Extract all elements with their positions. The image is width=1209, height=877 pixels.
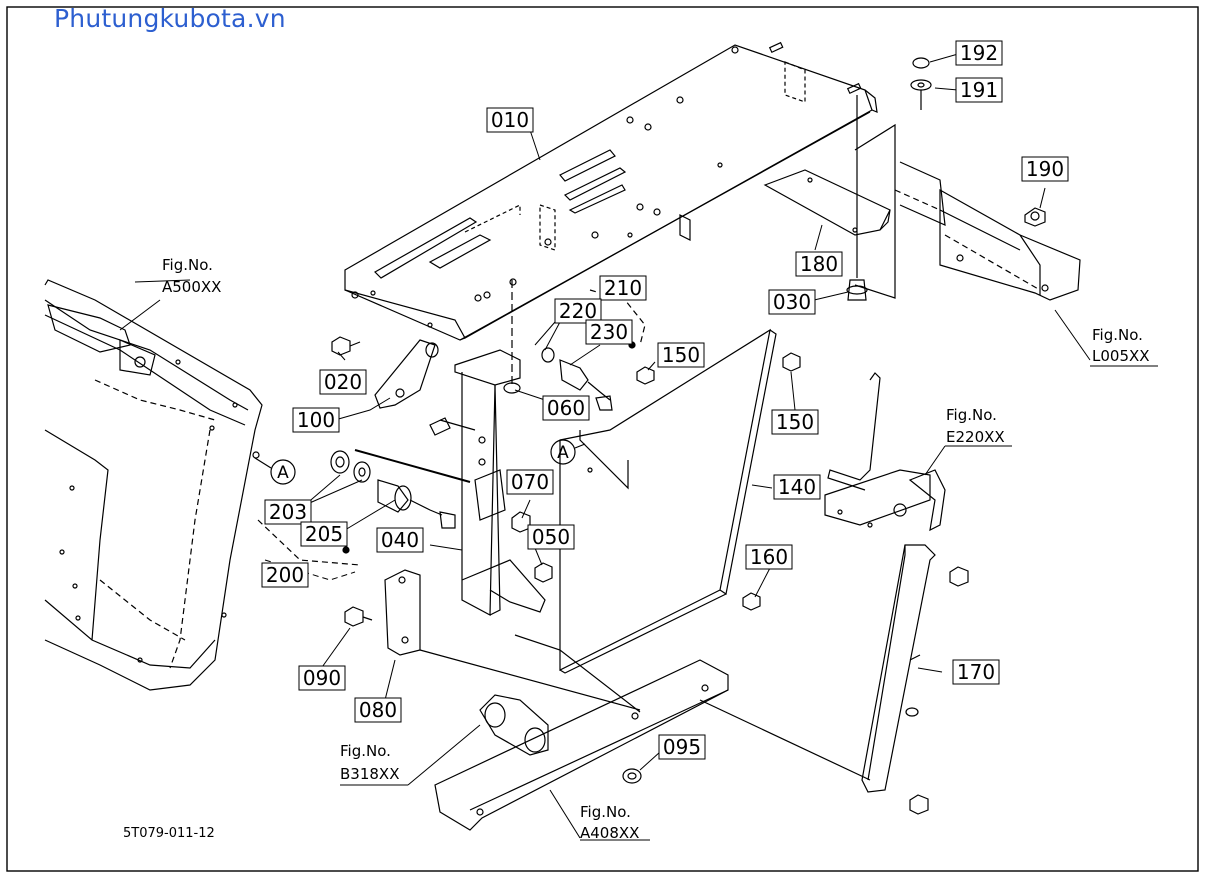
part-010[interactable]: 010: [491, 108, 529, 132]
fig-e220-label: Fig.No.: [946, 406, 997, 424]
part-191[interactable]: 191: [960, 78, 998, 102]
drawing-code: 5T079-011-12: [123, 826, 215, 841]
part-170[interactable]: 170: [957, 660, 995, 684]
bolt-090: [344, 606, 373, 627]
marker-a-right: A: [557, 443, 569, 463]
part-190[interactable]: 190: [1026, 157, 1064, 181]
washer-060: [503, 280, 521, 394]
fig-l005-code[interactable]: L005XX: [1092, 347, 1150, 365]
switch-assy-200: [257, 449, 471, 566]
leader-lines: [119, 53, 1158, 841]
part-203[interactable]: 203: [269, 500, 307, 524]
bolt-150: [636, 352, 801, 385]
bolt-030: [846, 95, 868, 301]
bonnet-panel: [44, 279, 263, 691]
bolt-050: [534, 562, 553, 583]
lever-e220: [824, 372, 946, 532]
fig-a408-code[interactable]: A408XX: [580, 824, 639, 842]
fig-e220-code[interactable]: E220XX: [946, 428, 1005, 446]
part-192[interactable]: 192: [960, 41, 998, 65]
part-label-boxes: [261, 40, 1069, 760]
bolt-160: [742, 592, 761, 611]
part-050[interactable]: 050: [532, 525, 570, 549]
bracket-180: [763, 169, 891, 236]
fig-a500-code[interactable]: A500XX: [162, 278, 221, 296]
part-070[interactable]: 070: [511, 470, 549, 494]
part-060[interactable]: 060: [547, 396, 585, 420]
site-title[interactable]: Phutungkubota.vn: [54, 4, 286, 33]
part-030[interactable]: 030: [773, 290, 811, 314]
main-frame-010: [344, 41, 878, 341]
bolt-020: [331, 336, 361, 356]
sensor-220-230: [541, 289, 646, 411]
fig-a408-label: Fig.No.: [580, 803, 631, 821]
page-border: [6, 6, 1199, 872]
part-210[interactable]: 210: [604, 276, 642, 300]
washer-095: [622, 768, 642, 784]
column-040: [429, 349, 546, 616]
sensor-100: [374, 339, 439, 409]
part-040[interactable]: 040: [381, 528, 419, 552]
right-bracket-l005: [854, 123, 1081, 301]
housing-b318: [479, 694, 549, 756]
part-220[interactable]: 220: [559, 299, 597, 323]
screen-panel-140: [559, 328, 777, 674]
bottom-frame: [419, 634, 871, 831]
part-080[interactable]: 080: [359, 698, 397, 722]
bolt-170-top: [949, 566, 969, 587]
part-numbers: 010 020 030 040 050 060 070 080 090 095 …: [266, 41, 1064, 759]
part-205[interactable]: 205: [305, 522, 343, 546]
figure-references: Fig.No. A500XX Fig.No. L005XX Fig.No. E2…: [162, 256, 1150, 842]
part-230[interactable]: 230: [590, 320, 628, 344]
nut-191-192: [910, 57, 932, 110]
fig-l005-label: Fig.No.: [1092, 326, 1143, 344]
fig-b318-code[interactable]: B318XX: [340, 765, 399, 783]
bolt-190: [1024, 207, 1046, 227]
part-100[interactable]: 100: [297, 408, 335, 432]
bracket-080: [384, 569, 421, 656]
fig-a500-label: Fig.No.: [162, 256, 213, 274]
part-160[interactable]: 160: [750, 545, 788, 569]
part-180[interactable]: 180: [800, 252, 838, 276]
part-020[interactable]: 020: [324, 370, 362, 394]
circle-markers: [254, 439, 586, 485]
bar-170: [861, 544, 936, 793]
bolt-070: [511, 511, 531, 533]
part-140[interactable]: 140: [778, 475, 816, 499]
marker-a-left: A: [277, 463, 289, 483]
part-150a[interactable]: 150: [662, 343, 700, 367]
part-150b[interactable]: 150: [776, 410, 814, 434]
bolt-170-bottom: [909, 794, 929, 815]
part-090[interactable]: 090: [303, 666, 341, 690]
part-200[interactable]: 200: [266, 563, 304, 587]
fig-b318-label: Fig.No.: [340, 742, 391, 760]
part-095[interactable]: 095: [663, 735, 701, 759]
